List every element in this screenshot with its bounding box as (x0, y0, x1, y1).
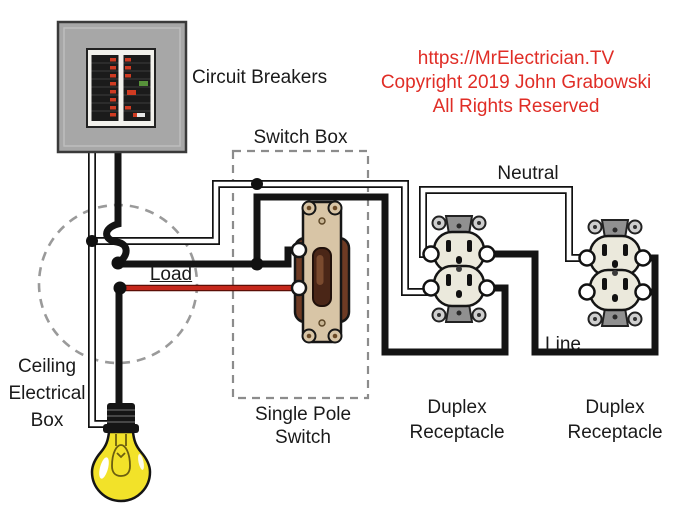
line-label: Line (545, 334, 581, 355)
load-label: Load (149, 264, 193, 285)
duplex-receptacle-1 (422, 214, 496, 324)
switch-box-label: Switch Box (253, 127, 348, 148)
single-pole-switch (290, 200, 351, 344)
watermark-url: https://MrElectrician.TV (417, 48, 615, 69)
junction-dots (86, 178, 264, 295)
switch-terminal-bottom (290, 279, 308, 297)
breaker-panel (56, 20, 188, 154)
switch-ear-screws (301, 200, 343, 344)
duplex-receptacle-1-label: Duplex Receptacle (409, 397, 505, 443)
watermark-rights: All Rights Reserved (432, 96, 600, 117)
duplex-receptacle-2 (578, 218, 652, 328)
bulb-filament (111, 434, 131, 477)
bulb-glass (90, 430, 152, 503)
neutral-label: Neutral (497, 163, 559, 184)
switch-terminal-top (290, 241, 308, 259)
single-pole-switch-label: Single Pole Switch (254, 404, 352, 448)
watermark-text: https://MrElectrician.TV Copyright 2019 … (349, 47, 683, 119)
ceiling-box-label: Ceiling Electrical Box (8, 356, 86, 431)
switch-box-outline (231, 149, 370, 400)
duplex-receptacle-2-label: Duplex Receptacle (567, 397, 663, 443)
circuit-breakers-label: Circuit Breakers (192, 67, 328, 88)
watermark-copyright: Copyright 2019 John Grabowski (380, 72, 652, 93)
light-bulb (90, 403, 152, 503)
